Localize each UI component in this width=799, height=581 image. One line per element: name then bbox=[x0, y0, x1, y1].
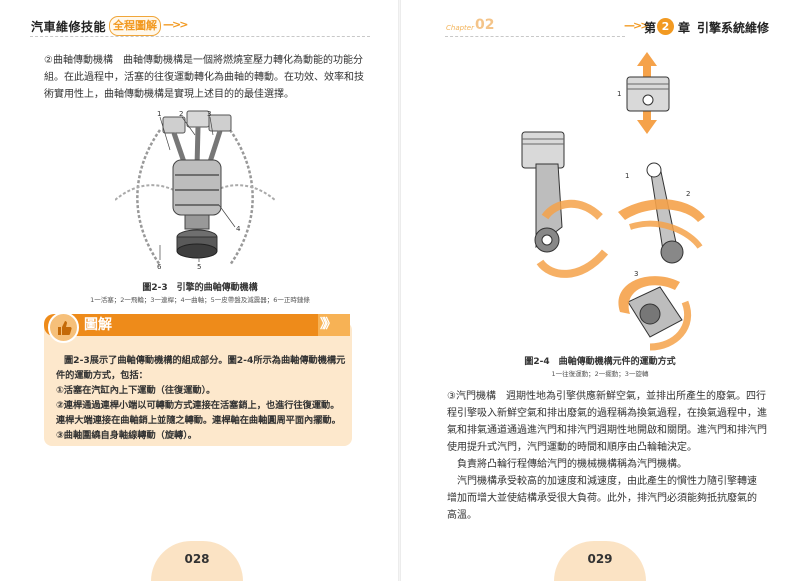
chapter-word: Chapter bbox=[446, 24, 474, 32]
header-arrows-icon: —>> bbox=[163, 18, 188, 31]
chapter-di: 第 bbox=[644, 21, 657, 35]
illustration-line-3: ①活塞在汽缸內上下運動（往復運動）。 bbox=[56, 385, 216, 396]
timing-chain-right bbox=[228, 129, 254, 266]
arrow-up-icon bbox=[637, 52, 657, 82]
header-arrows-right-icon: —>> bbox=[624, 19, 649, 32]
callout-r1-top: 1 bbox=[617, 90, 622, 98]
chapter-title: 引擎系統維修 bbox=[697, 21, 770, 35]
figure-2-3-caption: 圖2-3 引擎的曲軸傳動機構 bbox=[142, 283, 258, 293]
callout-5: 5 bbox=[197, 263, 202, 271]
illustration-box bbox=[44, 322, 352, 446]
body-line-1: ③汽門機構 週期性地為引擎供應新鮮空氣，並排出所產生的廢氣。四行 bbox=[447, 391, 766, 402]
page-number-right: 029 bbox=[587, 552, 613, 566]
illustration-line-2: 件的運動方式，包括： bbox=[56, 370, 148, 381]
callout-r2: 2 bbox=[686, 190, 691, 198]
header-divider-right bbox=[445, 36, 625, 37]
callout-6: 6 bbox=[157, 263, 162, 271]
crankshaft-illustration bbox=[115, 110, 275, 266]
body-line-8: 高溫。 bbox=[447, 510, 477, 521]
crank-snout bbox=[184, 214, 210, 230]
callout-2: 2 bbox=[179, 110, 184, 118]
callout-3: 3 bbox=[207, 110, 212, 118]
intro-line-2: 組。在此過程中，活塞的往復運動轉化為曲軸的轉動。在功效、效率和技 bbox=[44, 72, 364, 83]
crank-webs bbox=[175, 174, 219, 206]
figure-2-3-legend: 1一活塞；2一飛輪；3一連桿；4一曲軸；5一皮帶盤及減震器；6一正時鏈條 bbox=[90, 296, 310, 304]
rotation-arrow-icon bbox=[618, 276, 680, 314]
figure-2-4-caption: 圖2-4 曲軸傳動機構元件的運動方式 bbox=[524, 357, 676, 367]
callout-r1-mid: 1 bbox=[625, 172, 630, 180]
piston-2 bbox=[186, 110, 210, 128]
chapter-zhang: 章 bbox=[678, 21, 691, 35]
timing-chain-left bbox=[136, 129, 162, 266]
motion-illustration bbox=[521, 52, 705, 351]
illustration-line-4: ②連桿通過連桿小端以可轉動方式連接在活塞銷上，也進行往復運動。 bbox=[56, 400, 340, 411]
intro-line-1: ②曲軸傳動機構 曲軸傳動機構是一個將燃燒室壓力轉化為動能的功能分 bbox=[44, 55, 363, 66]
body-line-5: 負責將凸輪行程傳給汽門的機械機構稱為汽門機構。 bbox=[447, 459, 687, 470]
body-line-6: 汽門機構承受較高的加速度和減速度，由此產生的慣性力隨引擎轉速 bbox=[447, 476, 757, 487]
double-chevron-icon: 》》 bbox=[320, 317, 336, 332]
conrod-3 bbox=[206, 130, 223, 166]
conrod-middle bbox=[535, 163, 563, 249]
chapter-number-faint: 02 bbox=[475, 17, 495, 33]
body-line-4: 使用提升式汽門，汽門運動的時間和順序由凸輪軸決定。 bbox=[447, 442, 697, 453]
crankshaft-body bbox=[172, 159, 222, 216]
piston-middle bbox=[521, 131, 565, 169]
swing-arrow-icon bbox=[618, 199, 705, 222]
book-title: 汽車維修技能 bbox=[31, 20, 107, 34]
piston-3 bbox=[208, 114, 232, 132]
intro-line-3: 術實用性上，曲軸傳動機構是實現上述目的的最佳選擇。 bbox=[44, 89, 294, 100]
body-line-7: 增加而增大並使結構承受很大負荷。此外，排汽門必須能夠抵抗廢氣的 bbox=[447, 493, 757, 504]
body-line-3: 氣和排氣通道通過進汽門和排汽門週期性地開啟和關閉。進汽門和排汽門 bbox=[447, 425, 767, 436]
header-divider bbox=[30, 36, 370, 37]
piston-1 bbox=[162, 116, 186, 134]
illustration-bar-end bbox=[318, 314, 350, 336]
body-line-2: 程引擎吸入新鮮空氣和排出廢氣的過程稱為換氣過程，在換氣過程中，進 bbox=[447, 408, 767, 419]
timing-chain-loop bbox=[115, 184, 275, 207]
piston-top bbox=[626, 76, 670, 112]
callout-r3: 3 bbox=[634, 270, 639, 278]
damper-bottom bbox=[176, 243, 218, 259]
callout-1: 1 bbox=[157, 110, 162, 118]
book-gutter bbox=[398, 0, 401, 581]
illustration-title: 圖解 bbox=[84, 317, 112, 333]
left-page: 汽車維修技能 全程圖解 —>> ②曲軸傳動機構 曲軸傳動機構是一個將燃燒室壓力轉… bbox=[0, 0, 399, 581]
illustration-line-6: ③曲軸圍繞自身軸線轉動（旋轉）。 bbox=[56, 430, 197, 441]
series-badge: 全程圖解 bbox=[109, 16, 161, 36]
figure-2-4-legend: 1一往復運動；2一擺動；3一旋轉 bbox=[551, 370, 649, 378]
illustration-line-1: 圖2-3展示了曲軸傳動機構的組成部分。圖2-4所示為曲軸傳動機構元 bbox=[64, 355, 346, 366]
callout-4: 4 bbox=[236, 225, 241, 233]
chapter-number-badge: 2 bbox=[657, 18, 674, 35]
arrow-down-icon bbox=[637, 104, 657, 134]
illustration-line-5: 連桿大端連接在曲軸銷上並隨之轉動。連桿軸在曲軸圓周平面內擺動。 bbox=[56, 415, 341, 426]
page-number-left: 028 bbox=[184, 552, 210, 566]
thumbs-up-icon bbox=[48, 312, 79, 343]
illustration-title-bar bbox=[44, 314, 350, 336]
